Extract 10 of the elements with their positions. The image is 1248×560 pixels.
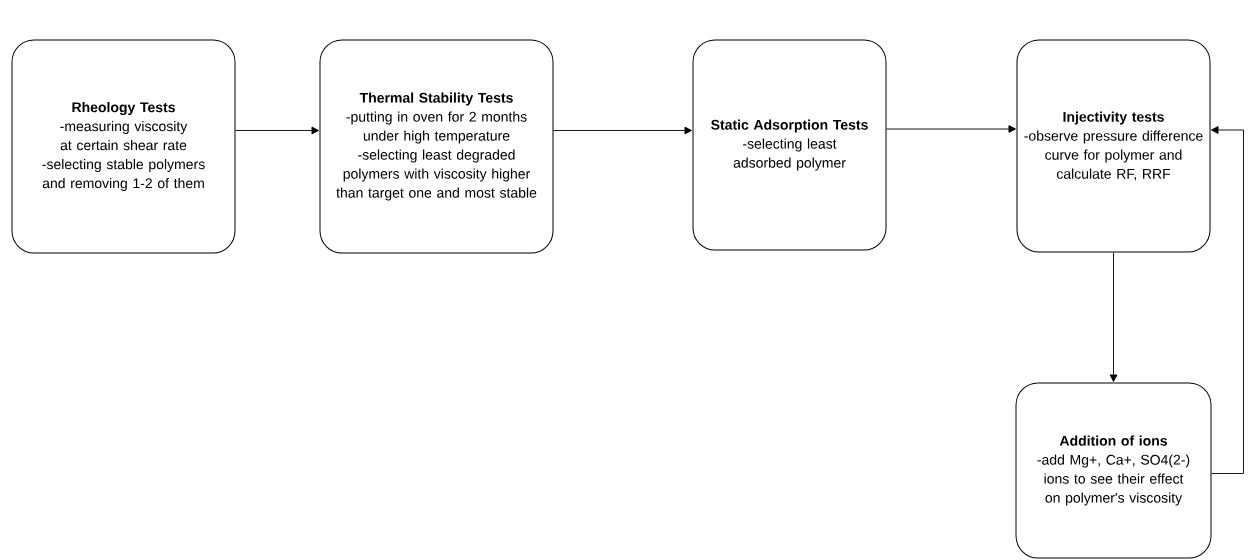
process-box: Thermal Stability Tests -putting in oven for 2 months under high temperature -selecting least degraded polymers with viscosity higher than target one and most stable — [319, 39, 554, 254]
arrow — [553, 126, 692, 135]
arrow — [886, 125, 1016, 133]
process-box: Injectivity tests -observe pressure difference curve for polymer and calculate RF, RRF — [1016, 39, 1211, 253]
process-box: Rheology Tests -measuring viscosity at certain shear rate -selecting stable polymers and removing 1-2 of them — [11, 39, 236, 254]
arrow — [1211, 126, 1244, 474]
arrow — [235, 126, 319, 135]
arrow — [1109, 252, 1118, 382]
process-box: Addition of ions -add Mg+, Ca+, SO4(2-) ions to see their effect on polymer's viscosity — [1015, 382, 1212, 559]
process-box: Static Adsorption Tests -selecting least adsorbed polymer — [692, 39, 887, 251]
